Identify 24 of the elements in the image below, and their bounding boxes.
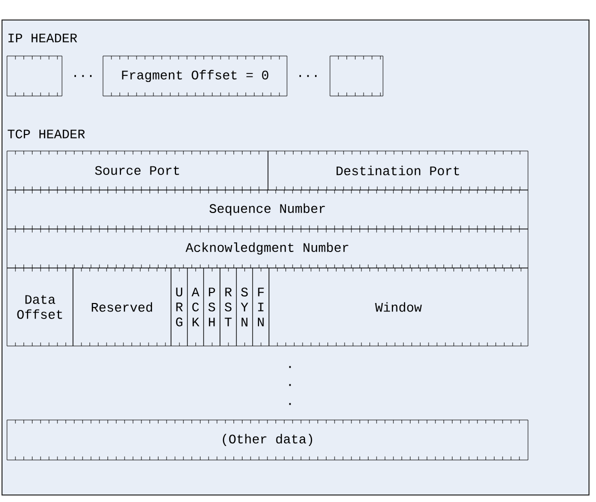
field-box: Acknowledgment Number [6,228,528,268]
field-box: A C K [187,268,204,346]
field-box: U R G [170,268,188,346]
ellipsis-dot: . [289,384,291,386]
empty-box [6,56,62,96]
field-box: Data Offset [6,268,74,346]
field-box: Source Port [6,150,268,190]
field-box: P S H [203,268,220,346]
field-box: Destination Port [268,150,528,190]
ellipsis-dot: . [289,403,291,405]
field-box: S Y N [236,268,253,346]
section-heading: IP HEADER [8,34,78,42]
ellipsis-dot: . [289,366,291,368]
field-box: Reserved [72,268,172,346]
ellipsis: ... [299,75,317,77]
section-heading: TCP HEADER [8,130,85,138]
field-box: F I N [252,268,270,346]
field-box: Fragment Offset = 0 [102,56,288,96]
field-box: Window [268,268,528,346]
ellipsis: ... [74,75,92,77]
field-box: R S T [220,268,237,346]
field-box: Sequence Number [6,190,528,230]
empty-box [330,56,384,96]
field-box: (Other data) [6,420,528,460]
